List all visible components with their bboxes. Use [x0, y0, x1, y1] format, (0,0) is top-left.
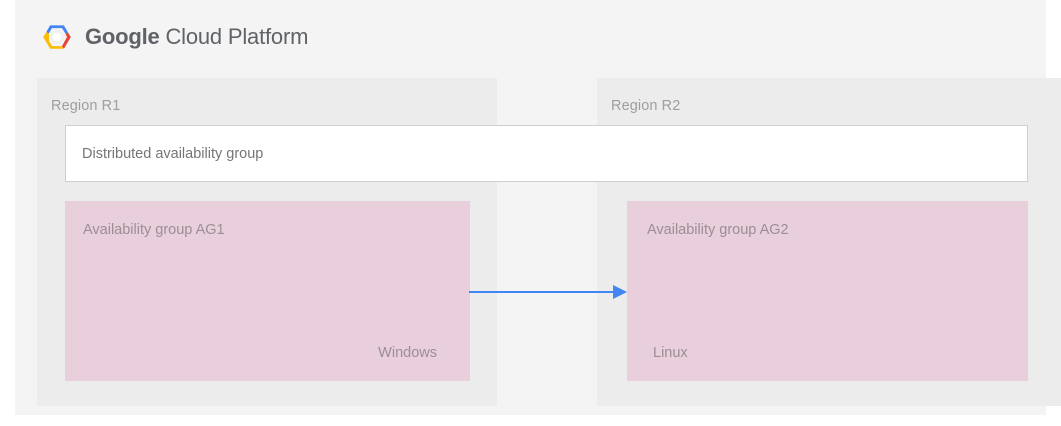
availability-group-os-ag1: Windows	[378, 345, 437, 361]
availability-group-os-ag2: Linux	[653, 345, 688, 361]
availability-group-box-ag2: Availability group AG2 Linux	[627, 201, 1028, 381]
brand-title: Google Cloud Platform	[85, 26, 308, 48]
diagram-card: Google Cloud Platform Region R1 Region R…	[15, 0, 1061, 415]
distributed-availability-group-band: Distributed availability group	[65, 125, 1028, 182]
region-label-r1: Region R1	[51, 98, 121, 114]
brand-title-google: Google	[85, 24, 160, 49]
brand-header: Google Cloud Platform	[40, 19, 308, 55]
distributed-availability-group-label: Distributed availability group	[82, 145, 264, 162]
brand-title-cloud-platform: Cloud Platform	[159, 24, 309, 49]
availability-group-box-ag1: Availability group AG1 Windows	[65, 201, 470, 381]
availability-group-title-ag1: Availability group AG1	[83, 222, 225, 238]
google-cloud-platform-logo-icon	[40, 20, 74, 54]
region-label-r2: Region R2	[611, 98, 681, 114]
availability-group-title-ag2: Availability group AG2	[647, 222, 789, 238]
right-arrow-icon	[469, 281, 629, 303]
